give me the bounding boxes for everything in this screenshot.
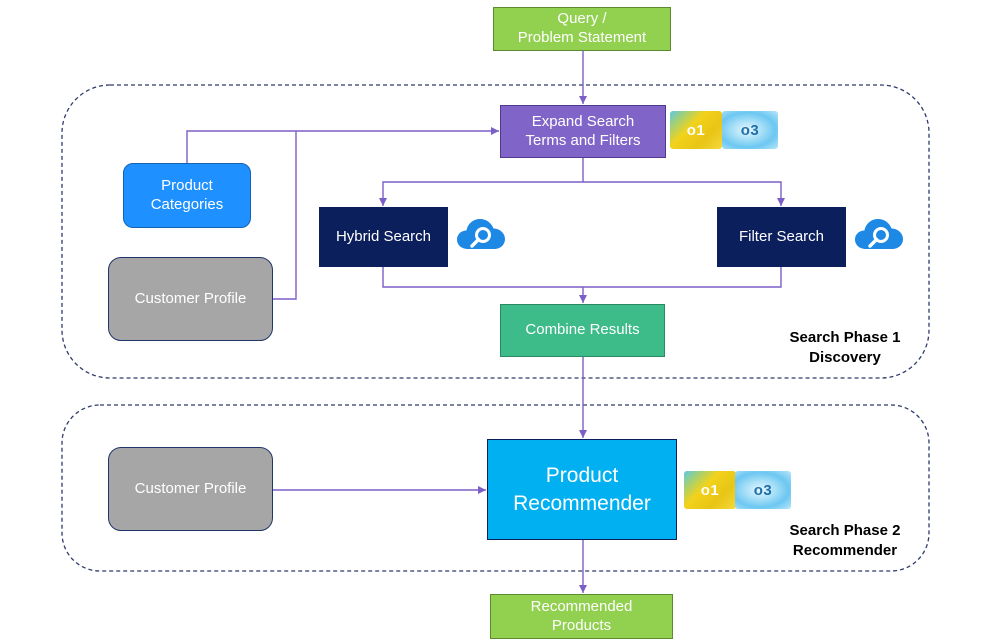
phase2-container <box>61 404 930 572</box>
expand-search-node: Expand Search Terms and Filters <box>500 105 666 158</box>
model-o3-badge: o3 <box>722 111 778 149</box>
phase1-label: Search Phase 1 Discovery <box>789 329 901 367</box>
model-o1-badge: o1 <box>670 111 722 149</box>
filter-search-node: Filter Search <box>717 207 846 267</box>
product-categories-node: Product Categories <box>123 163 251 228</box>
cloud-search-icon <box>457 219 505 249</box>
connector-filter-merge <box>583 267 782 288</box>
phase1-container <box>61 84 930 379</box>
customer-profile-node: Customer Profile <box>108 257 273 341</box>
connector-hybrid-merge <box>382 267 583 288</box>
hybrid-search-node: Hybrid Search <box>319 207 448 267</box>
customer-profile-node-2: Customer Profile <box>108 447 273 531</box>
connector-categories-expand <box>186 127 499 163</box>
recommended-products-node: Recommended Products <box>490 594 673 639</box>
product-recommender-node: Product Recommender <box>487 439 677 540</box>
connector-profile-expand <box>273 131 297 300</box>
model-o3-badge-2: o3 <box>735 471 791 509</box>
model-o1-badge-2: o1 <box>684 471 736 509</box>
combine-results-node: Combine Results <box>500 304 665 357</box>
cloud-search-icon-2 <box>855 219 903 249</box>
query-node: Query / Problem Statement <box>493 7 671 51</box>
connector-split-hybrid <box>379 181 583 206</box>
connector-split-filter <box>583 181 785 206</box>
phase2-label: Search Phase 2 Recommender <box>789 522 901 560</box>
